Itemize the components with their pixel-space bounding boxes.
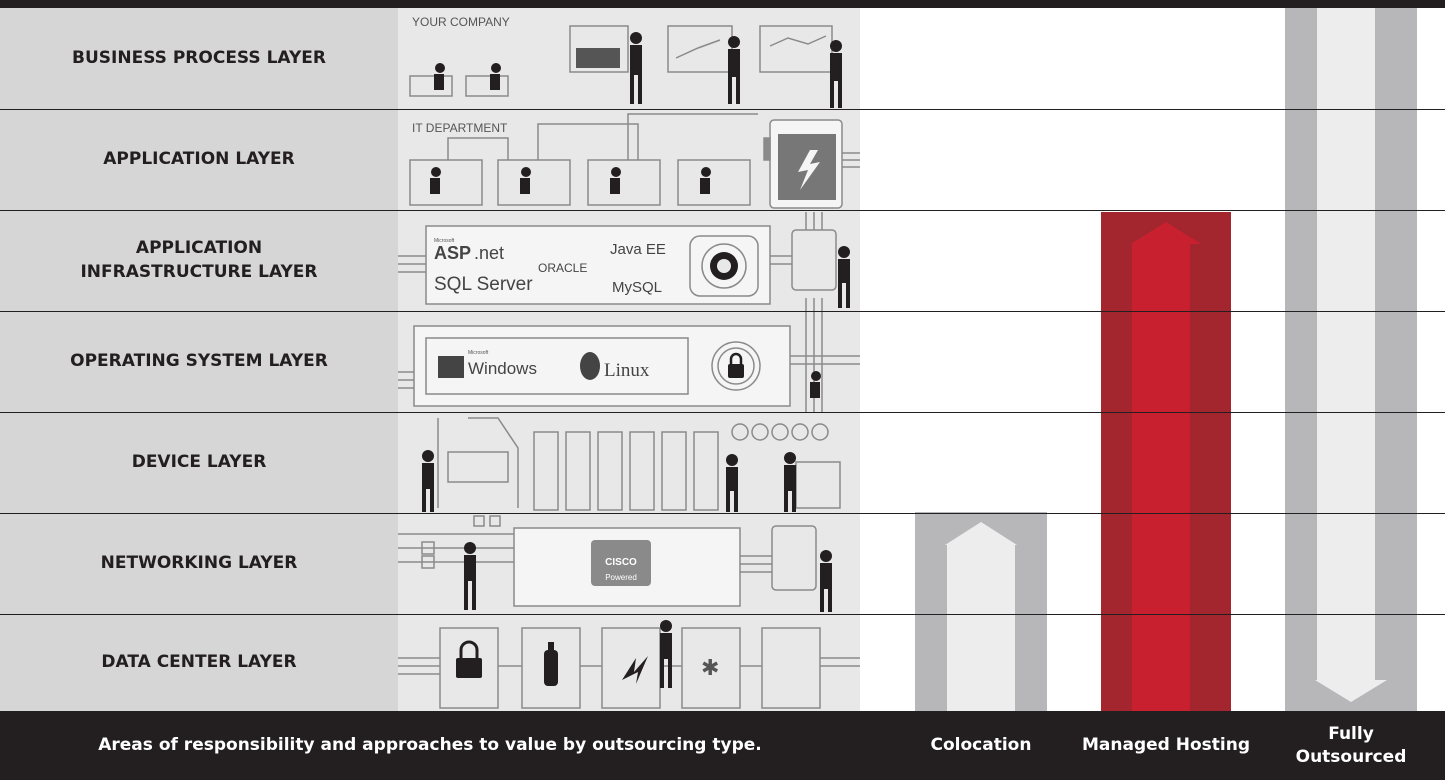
- layer-divider: [0, 210, 1445, 211]
- fully-outsourced-arrow: [1285, 8, 1417, 711]
- person-figure: [830, 40, 842, 108]
- windows-logo-icon: [438, 356, 464, 378]
- person-figure: [422, 450, 434, 512]
- fire-extinguisher-icon: [544, 642, 558, 686]
- bar-chart-icon: [576, 48, 620, 68]
- windows-microsoft-label: Microsoft: [468, 350, 489, 356]
- colocation-arrow: [915, 512, 1047, 711]
- linux-logo: Linux: [604, 360, 650, 381]
- it-department-scene: [409, 113, 758, 206]
- layer-divider: [0, 412, 1445, 413]
- operating-system-scene: [398, 298, 860, 412]
- layer-divider: [0, 311, 1445, 312]
- person-figure: [820, 550, 832, 612]
- footer-caption: Areas of responsibility and approaches t…: [98, 735, 762, 756]
- layer-label-operating-system: OPERATING SYSTEM LAYER: [70, 350, 328, 371]
- java-ee-logo: Java EE: [610, 241, 666, 258]
- top-border: [0, 0, 1445, 8]
- layer-divider: [0, 513, 1445, 514]
- footer-bar: Areas of responsibility and approaches t…: [0, 711, 1445, 780]
- linux-penguin-icon: [580, 352, 600, 380]
- layer-illustration: ✱: [398, 8, 860, 711]
- your-company-label: YOUR COMPANY: [412, 15, 510, 29]
- layer-labels-column: BUSINESS PROCESS LAYER APPLICATION LAYER…: [0, 8, 398, 711]
- seated-worker: [490, 63, 501, 90]
- asp-logo: ASP: [434, 243, 471, 263]
- layer-label-data-center: DATA CENTER LAYER: [101, 651, 297, 672]
- sql-server-logo: SQL Server: [434, 274, 533, 295]
- managed-hosting-arrow: [1101, 212, 1231, 711]
- layer-divider: [0, 614, 1445, 615]
- asp-net-label: .net: [474, 243, 504, 263]
- asp-microsoft-label: Microsoft: [434, 238, 455, 244]
- business-process-scene: [409, 25, 833, 97]
- padlock-os-icon: [728, 352, 744, 378]
- colocation-label: Colocation: [930, 735, 1032, 756]
- seated-worker: [430, 167, 441, 194]
- person-figure: [728, 36, 740, 104]
- layer-label-application-infrastructure: APPLICATION INFRASTRUCTURE LAYER: [80, 237, 318, 282]
- seated-worker: [610, 167, 621, 194]
- person-figure: [838, 246, 850, 308]
- lightning-icon: [798, 150, 820, 190]
- it-department-label: IT DEPARTMENT: [412, 121, 508, 135]
- seated-worker: [520, 167, 531, 194]
- cisco-powered-label: Powered: [605, 573, 637, 582]
- cisco-badge: [591, 540, 651, 586]
- oracle-logo: ORACLE: [538, 261, 587, 275]
- person-figure: [464, 542, 476, 610]
- data-center-scene: [398, 627, 860, 709]
- person-figure: [726, 454, 738, 512]
- windows-logo: Windows: [468, 359, 537, 378]
- person-figure: [784, 452, 796, 512]
- layer-label-business-process: BUSINESS PROCESS LAYER: [72, 47, 326, 68]
- seated-worker: [700, 167, 711, 194]
- svg-text:✱: ✱: [701, 655, 719, 680]
- person-figure: [630, 32, 642, 104]
- illustration-svg: ✱: [398, 15, 860, 709]
- layer-label-application: APPLICATION LAYER: [103, 148, 295, 169]
- fully-outsourced-label: Fully Outsourced: [1295, 724, 1407, 767]
- layer-label-device: DEVICE LAYER: [131, 451, 267, 472]
- person-figure: [660, 620, 672, 688]
- cisco-logo: CISCO: [605, 557, 637, 568]
- application-window-label: Application: [782, 124, 831, 135]
- layer-label-networking: NETWORKING LAYER: [100, 552, 298, 573]
- seated-worker: [434, 63, 445, 90]
- power-icon: [622, 656, 648, 684]
- cooling-icon: ✱: [701, 655, 719, 680]
- mysql-logo: MySQL: [612, 279, 662, 296]
- managed-hosting-label: Managed Hosting: [1082, 735, 1250, 756]
- lock-icon: [456, 640, 482, 678]
- layer-divider: [0, 109, 1445, 110]
- seated-worker: [810, 371, 821, 398]
